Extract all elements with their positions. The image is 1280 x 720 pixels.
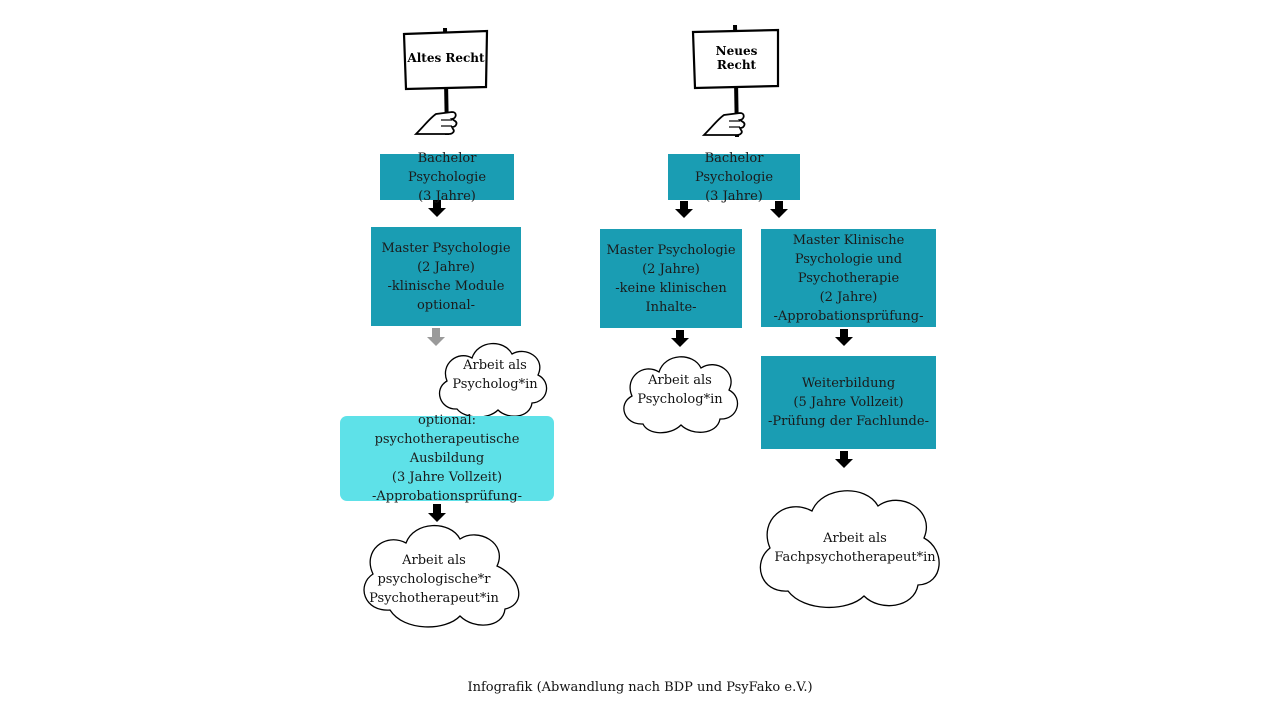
new-master-klinisch-box: Master Klinische Psychologie und Psychot… [761,229,936,327]
new-weiterbildung-box: Weiterbildung (5 Jahre Vollzeit) -Prüfun… [761,356,936,449]
arrow-down-icon [835,451,853,468]
arrow-down-icon [428,504,446,522]
arrow-down-icon [428,200,446,217]
new-master-psych-box: Master Psychologie (2 Jahre) -keine klin… [600,229,742,328]
new-cloud-fach-text: Arbeit als Fachpsychotherapeut*in [774,531,936,565]
old-bachelor-box: Bachelor Psychologie (3 Jahre) [380,151,514,204]
arrow-down-icon [671,330,689,347]
old-cloud-therapeut-text: Arbeit als psychologische*r Psychotherap… [369,552,499,606]
caption: Infografik (Abwandlung nach BDP und PsyF… [467,680,813,695]
cloud-icon [363,524,520,628]
arrow-down-icon [427,328,445,346]
new-cloud-psychologe-text: Arbeit als Psycholog*in [637,373,723,407]
old-master-box: Master Psychologie (2 Jahre) -klinische … [371,227,521,326]
arrow-down-icon [770,201,788,218]
sign-old-icon [402,27,489,136]
cloud-icon [759,490,940,609]
sign-label-new: Neues Recht [715,44,758,72]
sign-new-icon [691,24,780,138]
cloud-icon [623,356,739,434]
cloud-icon [438,342,548,418]
new-bachelor-box: Bachelor Psychologie (3 Jahre) [668,151,800,204]
sign-label-old: Altes Recht [407,51,485,65]
old-ausbildung-box: optional: psychotherapeutische Ausbildun… [340,413,554,504]
arrow-down-icon [675,201,693,218]
old-cloud-psychologe-text: Arbeit als Psycholog*in [452,358,538,392]
arrow-down-icon [835,329,853,346]
